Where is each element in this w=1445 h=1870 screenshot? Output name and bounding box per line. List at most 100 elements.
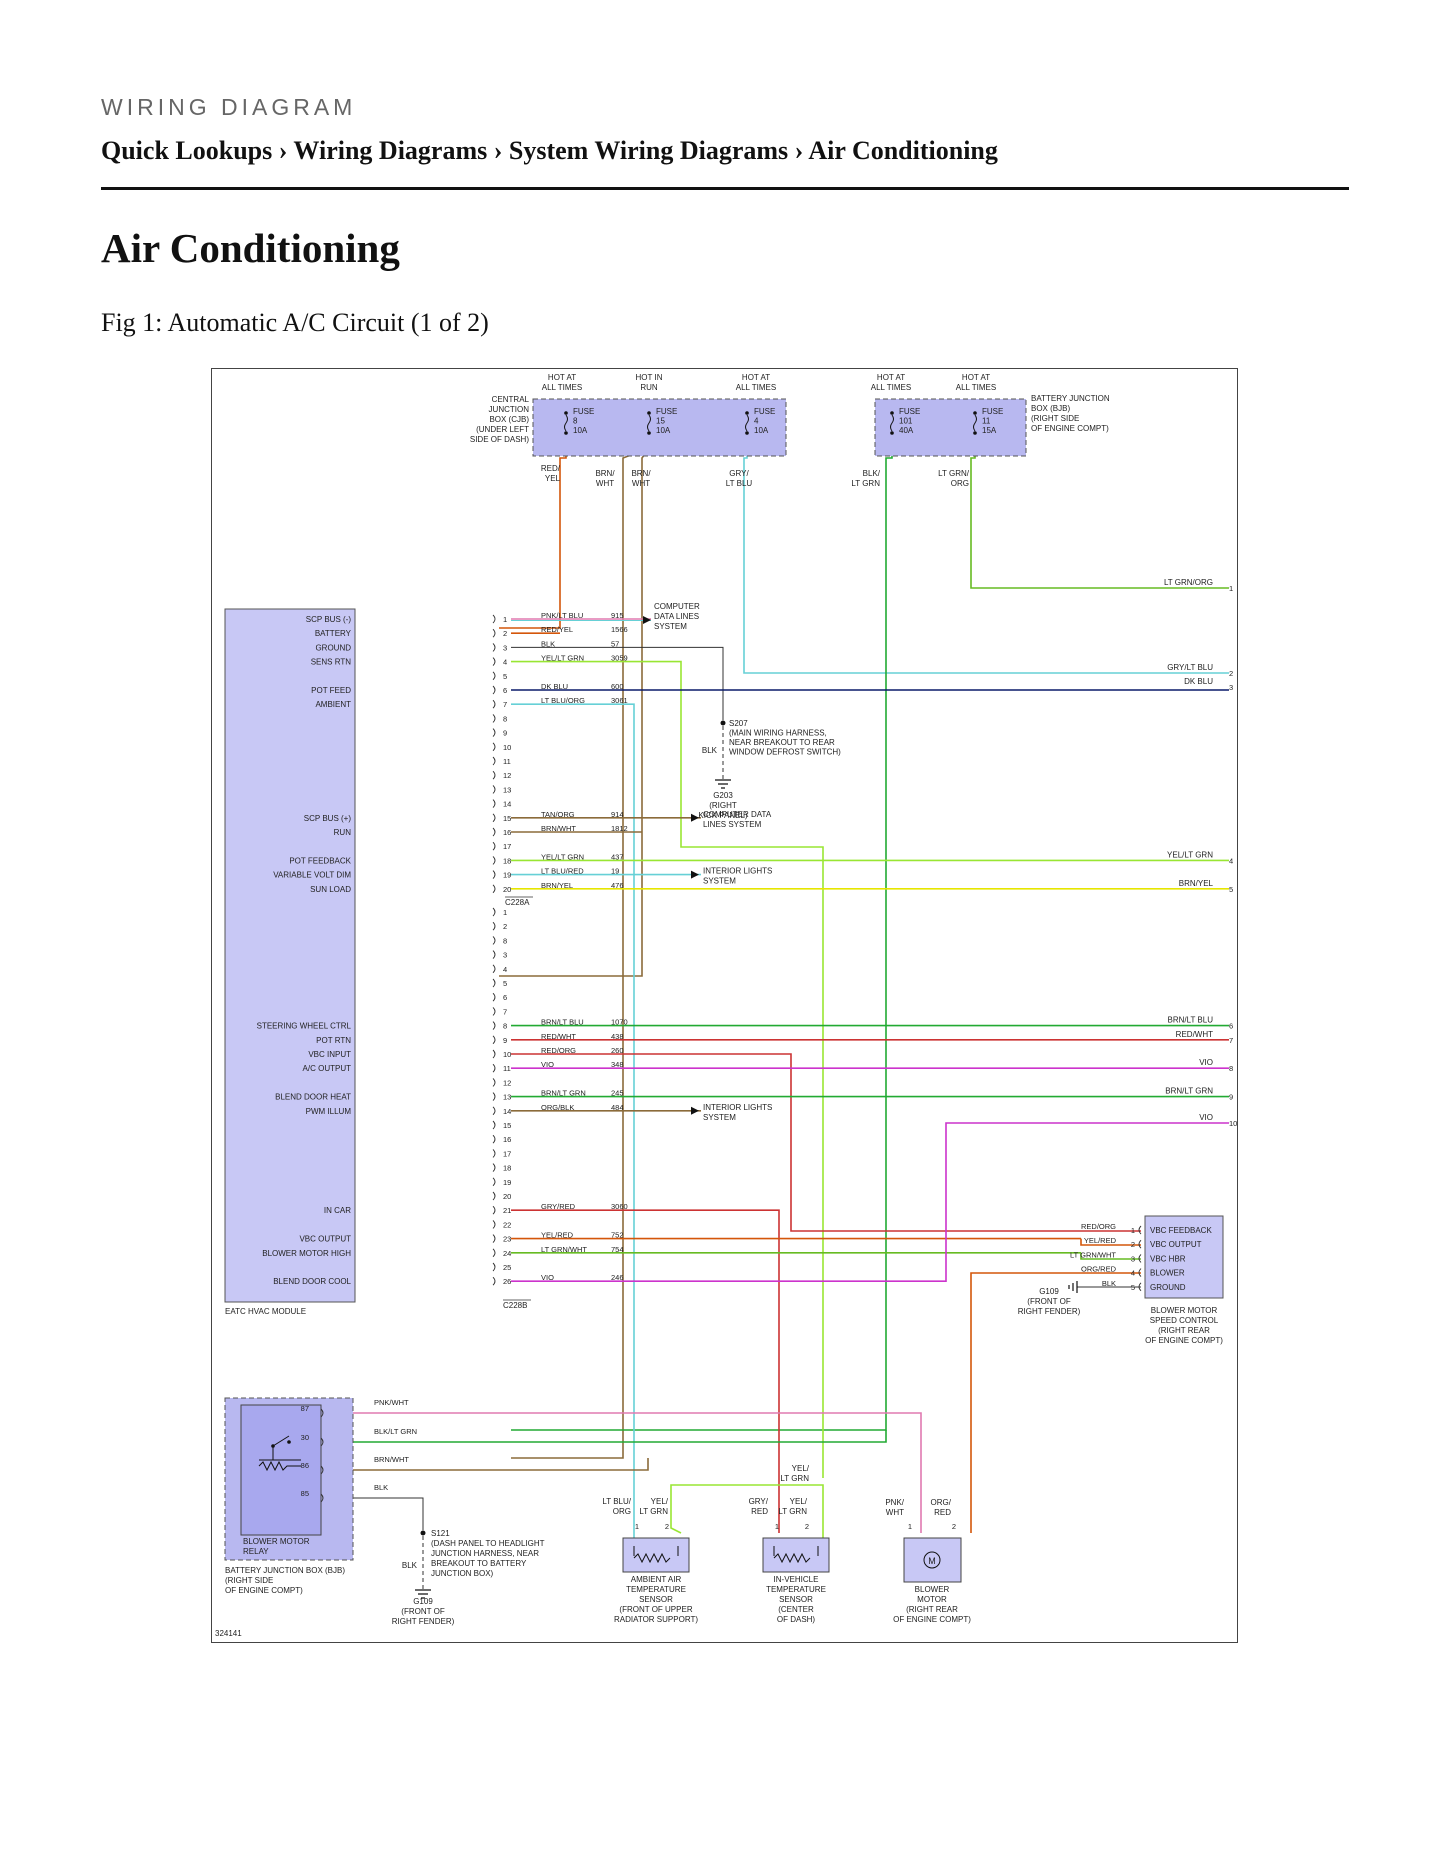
connector-pin <box>492 1078 496 1087</box>
splice-s121 <box>420 1530 426 1536</box>
pin-function: POT RTN <box>316 1036 351 1045</box>
fuse-label: 15 <box>656 417 665 426</box>
motor-wire-label: RED <box>934 1508 951 1517</box>
pin-number: 14 <box>503 1107 511 1116</box>
wire-blk-ltgrn-relay <box>323 1430 887 1443</box>
sensor-lead <box>773 1546 819 1556</box>
pin-number: 8 <box>503 1022 507 1031</box>
circuit-number: 754 <box>611 1245 624 1254</box>
wire-blk-57 <box>511 646 724 720</box>
blower-motor <box>903 1537 962 1583</box>
hot-label-4: ALL TIMES <box>871 383 911 392</box>
diagram-frame <box>211 368 1238 1643</box>
wire-color-label: YEL/LT GRN <box>541 654 584 663</box>
destination-label: INTERIOR LIGHTS <box>703 1103 772 1112</box>
cjb-label: (UNDER LEFT <box>476 425 529 434</box>
circuit-number: 1812 <box>611 824 628 833</box>
connector-pin <box>492 964 496 974</box>
connector-label: C228B <box>503 1301 527 1310</box>
ambient-air-temperature-sensor <box>622 1537 690 1573</box>
fuse-wire-label: BRN/ <box>595 469 615 478</box>
circuit-number: 19 <box>611 867 619 876</box>
connector-pin <box>492 936 496 945</box>
continuation-number: 5 <box>1229 885 1233 894</box>
sensor-wire-label: LT GRN <box>639 1507 668 1516</box>
pin-function: SCP BUS (+) <box>304 814 352 823</box>
wire-yel-ltgrn-3059 <box>511 660 824 1478</box>
circuit-number: 3061 <box>611 696 628 705</box>
continuation-label: BRN/LT BLU <box>1168 1016 1214 1025</box>
s207-wire-label: BLK <box>702 746 718 755</box>
motor-pin: 1 <box>908 1522 912 1531</box>
pin-number: 5 <box>503 672 507 681</box>
wire-yel-red-bmsc <box>1080 1238 1141 1246</box>
pin-number: 9 <box>503 1036 507 1045</box>
sensor-wire-label: GRY/ <box>749 1497 769 1506</box>
wire-color-label: BRN/WHT <box>541 824 576 833</box>
cjb-label: BOX (CJB) <box>489 415 529 424</box>
bmsc-function: GROUND <box>1150 1283 1186 1292</box>
circuit-number: 348 <box>611 1060 624 1069</box>
fuse-wire-label: WHT <box>596 479 614 488</box>
s121-label: (DASH PANEL TO HEADLIGHT <box>431 1539 545 1548</box>
wire-ltblu-org-3061 <box>511 703 635 1533</box>
connector-pin <box>320 1465 324 1475</box>
pin-number: 10 <box>503 743 511 752</box>
yel-label: LT GRN <box>780 1474 809 1483</box>
bmsc-function: VBC HBR <box>1150 1254 1186 1263</box>
g109-top-label: G109 <box>1039 1287 1059 1296</box>
fuse-label: 4 <box>754 417 759 426</box>
connector-pin <box>492 1191 496 1201</box>
g109-top-label: (FRONT OF <box>1027 1297 1071 1306</box>
in-vehicle-temperature-sensor <box>762 1537 830 1573</box>
fuse-label: 101 <box>899 417 913 426</box>
cjb-label: CENTRAL <box>492 395 530 404</box>
sensor-wire-label: ORG <box>613 1507 631 1516</box>
pin-number: 23 <box>503 1235 511 1244</box>
pin-number: 15 <box>503 1121 511 1130</box>
wire-color-label: RED/WHT <box>541 1032 576 1041</box>
pin-number: 8 <box>503 714 507 723</box>
blower-motor-relay <box>240 1404 322 1536</box>
connector-pin <box>492 1234 496 1243</box>
connector-label: C228A <box>505 898 530 907</box>
sensor-name: SENSOR <box>779 1595 813 1604</box>
relay-name: RELAY <box>243 1547 269 1556</box>
fuse-wire-label: ORG <box>951 479 969 488</box>
fuse-icon <box>564 414 568 432</box>
breadcrumb[interactable]: Quick Lookups › Wiring Diagrams › System… <box>101 136 998 165</box>
wire-ltgrn-wht-bmsc <box>1080 1252 1141 1260</box>
bjb-label: (RIGHT SIDE <box>1031 414 1079 423</box>
pin-function: SCP BUS (-) <box>306 615 352 624</box>
pin-number: 9 <box>503 729 507 738</box>
bmsc-pin: 3 <box>1131 1254 1135 1263</box>
circuit-number: 57 <box>611 639 619 648</box>
relay-pin: 86 <box>301 1461 309 1470</box>
fuse-wire-label: GRY/ <box>729 469 749 478</box>
bmsc-wire-label: LT GRN/WHT <box>1070 1250 1116 1259</box>
fuse-label: FUSE <box>573 407 594 416</box>
bmsc-pin: 1 <box>1131 1226 1135 1235</box>
figure-id: 324141 <box>215 1629 242 1638</box>
connector-pin <box>1138 1254 1142 1263</box>
continuation-label: YEL/LT GRN <box>1167 850 1213 859</box>
s121-label: JUNCTION BOX) <box>431 1569 494 1578</box>
g203-label: KICK PANEL) <box>698 811 748 820</box>
sensor-wire-label: YEL/ <box>651 1497 669 1506</box>
continuation-label: GRY/LT BLU <box>1167 663 1213 672</box>
continuation-number: 7 <box>1229 1036 1233 1045</box>
pin-number: 18 <box>503 856 511 865</box>
fuse-label: FUSE <box>899 407 920 416</box>
fuse-wire-label: RED/ <box>541 464 561 473</box>
fuse-wire-label: LT BLU <box>726 479 753 488</box>
hot-label-4: HOT AT <box>877 373 905 382</box>
bjb-label: BOX (BJB) <box>1031 404 1070 413</box>
connector-pin <box>492 657 496 666</box>
pin-number: 1 <box>503 615 507 624</box>
hot-label-3: ALL TIMES <box>736 383 776 392</box>
wire-color-label: LT BLU/RED <box>541 867 584 876</box>
sensor-name: IN-VEHICLE <box>774 1575 819 1584</box>
relay-box-label: OF ENGINE COMPT) <box>225 1586 303 1595</box>
connector-pin <box>1138 1282 1142 1292</box>
